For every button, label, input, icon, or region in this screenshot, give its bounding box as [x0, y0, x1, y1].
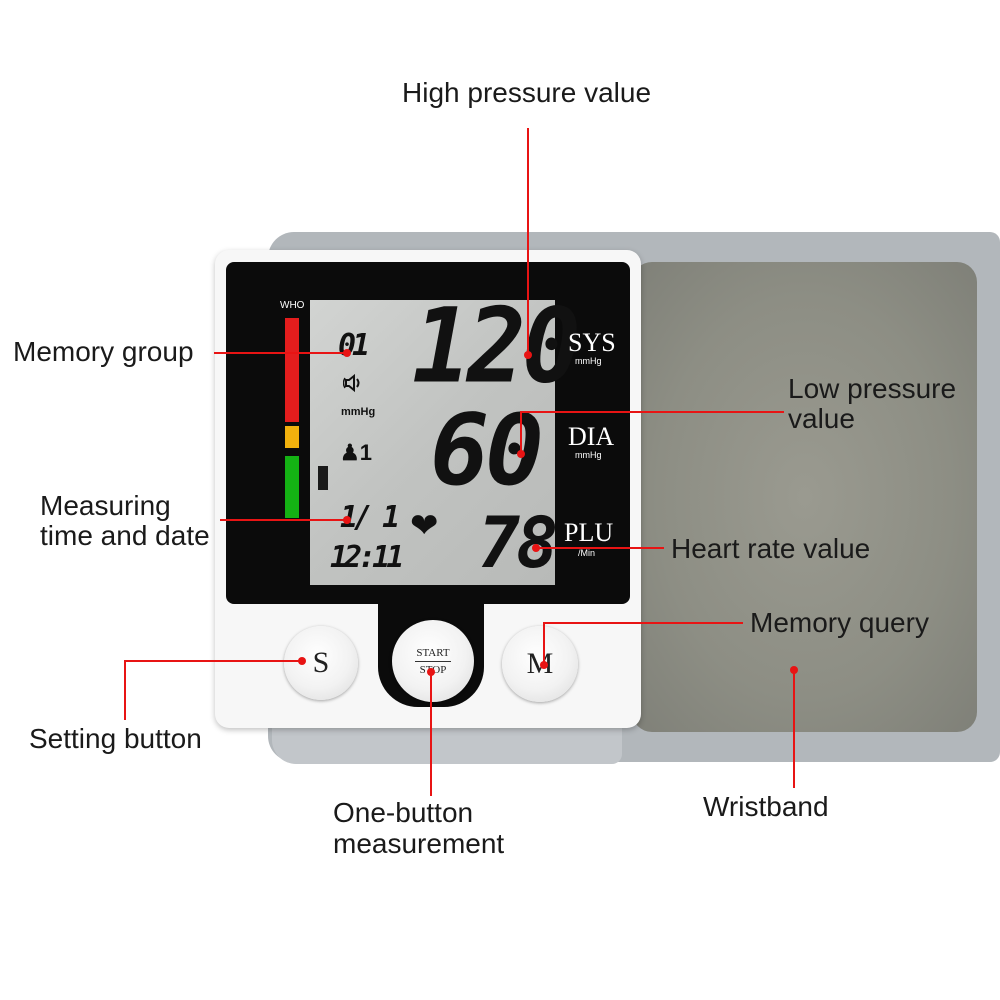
start-stop-button[interactable]: START STOP [392, 620, 474, 702]
pulse-value: 78 [478, 502, 558, 584]
callout-line-high-pressure [527, 128, 529, 354]
dia-unit: mmHg [575, 450, 602, 460]
label-low-pressure-1: Low pressure [788, 373, 957, 404]
lcd-indicator-block [318, 466, 328, 490]
label-low-pressure-2: value [788, 403, 855, 434]
user-icon: ♟ [340, 440, 360, 465]
speaker-icon [342, 372, 367, 399]
plu-label: PLU [564, 518, 614, 547]
callout-line-one-button [430, 672, 432, 796]
lcd-unit-label: mmHg [341, 406, 376, 418]
label-high-pressure: High pressure value [402, 77, 652, 108]
label-memory-group: Memory group [13, 336, 194, 367]
callout-dot-wristband [790, 666, 798, 674]
callout-dot-low-pressure [517, 450, 525, 458]
who-bar-yellow [285, 426, 299, 448]
callout-line-memory-group [214, 352, 346, 354]
who-bar-green [285, 456, 299, 518]
callout-dot-one-button [427, 668, 435, 676]
label-wristband: Wristband [703, 791, 829, 822]
label-memory-query: Memory query [750, 607, 929, 638]
wristband-lip [272, 728, 622, 764]
callout-dot-setting [298, 657, 306, 665]
lcd-screen [310, 300, 555, 585]
callout-line-memory-query-v [543, 622, 545, 666]
systolic-value: 120 [412, 287, 581, 407]
callout-line-memory-query-h [543, 622, 743, 624]
time-value: 12:11 [330, 540, 404, 575]
callout-line-setting-h [124, 660, 300, 662]
who-label: WHO [280, 300, 305, 311]
user-value: 1 [359, 440, 372, 465]
callout-line-low-pressure-v [520, 411, 522, 455]
setting-button[interactable]: S [284, 626, 358, 700]
callout-dot-measuring [343, 516, 351, 524]
label-one-button-1: One-button [333, 797, 474, 828]
callout-line-heart-rate [536, 547, 664, 549]
callout-dot-heart-rate [532, 544, 540, 552]
label-measuring-1: Measuring [40, 490, 171, 521]
dia-label: DIA [568, 422, 615, 451]
callout-line-wristband [793, 670, 795, 788]
memory-group-value: 01 [338, 328, 370, 363]
callout-line-low-pressure-h [520, 411, 784, 413]
callout-dot-memory-group [343, 349, 351, 357]
wristband-velcro [632, 262, 977, 732]
heart-icon: ❤ [410, 507, 439, 545]
callout-dot-memory-query [540, 661, 548, 669]
start-stop-divider [415, 660, 451, 662]
diastolic-value: 60 [430, 394, 544, 508]
who-bar-red [285, 318, 299, 422]
callout-line-measuring [220, 519, 346, 521]
label-one-button-2: measurement [333, 828, 505, 859]
label-measuring-2: time and date [40, 520, 210, 551]
sys-unit: mmHg [575, 356, 602, 366]
sys-label: SYS [568, 328, 616, 357]
label-heart-rate: Heart rate value [671, 533, 871, 564]
user-indicator: ♟1 [340, 440, 372, 466]
callout-line-setting-v [124, 660, 126, 720]
callout-dot-high-pressure [524, 351, 532, 359]
plu-unit: /Min [578, 548, 596, 558]
start-label: START [416, 646, 450, 659]
label-setting-button: Setting button [29, 723, 202, 754]
